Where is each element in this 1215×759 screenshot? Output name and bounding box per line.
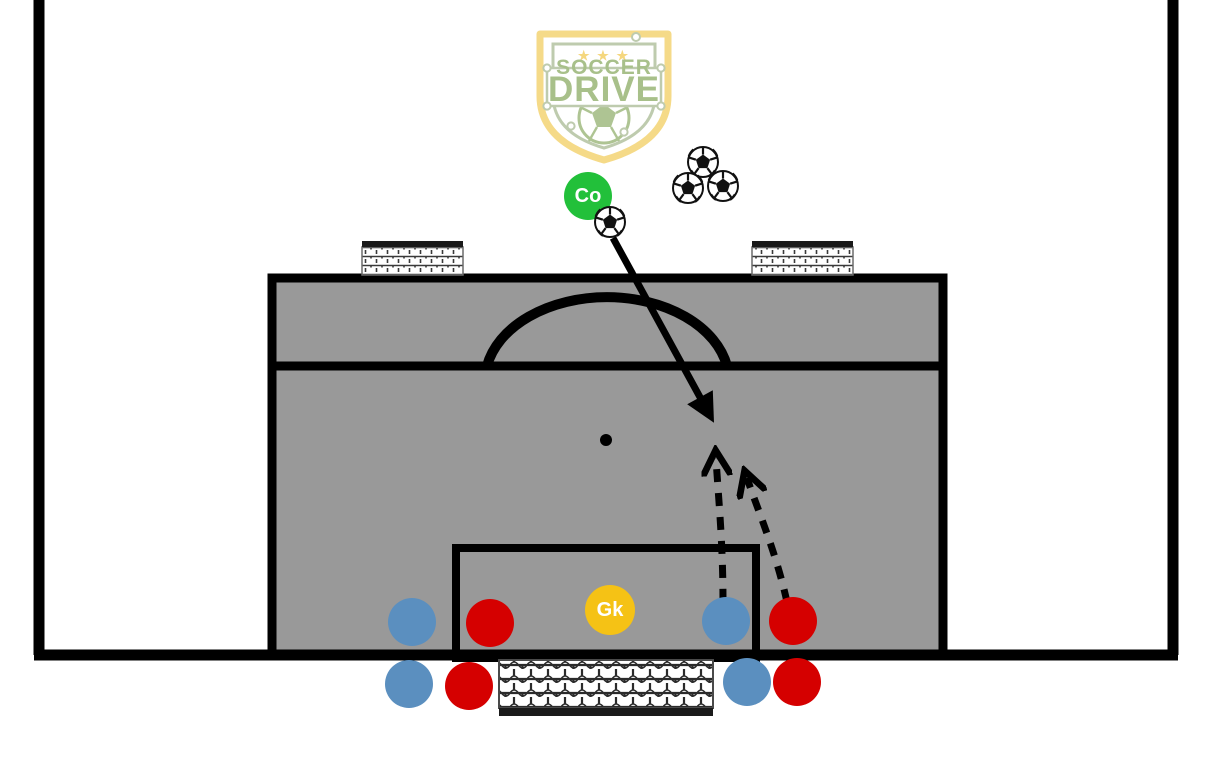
ball-spare-1 (686, 145, 720, 179)
ball-at-coach (593, 205, 627, 239)
run-arrow-dashed-left (716, 458, 723, 603)
player-red-2 (769, 597, 817, 645)
goalkeeper-marker (585, 585, 635, 635)
player-blue-2 (702, 597, 750, 645)
logo-line1: SOCCER (556, 56, 652, 79)
logo-line2: DRIVE (548, 70, 660, 109)
mini-goal-left (361, 241, 464, 276)
coach-marker (564, 172, 612, 220)
player-red-4 (773, 658, 821, 706)
player-blue-1 (388, 598, 436, 646)
player-blue-3 (385, 660, 433, 708)
ball-spare-2 (671, 171, 705, 205)
run-arrow-dashed-right (747, 478, 791, 603)
penalty-spot (600, 434, 612, 446)
goal-area-outline (452, 544, 760, 662)
player-red-1 (466, 599, 514, 647)
player-blue-4 (723, 658, 771, 706)
players-group (385, 597, 821, 710)
main-goal (498, 659, 714, 716)
mini-goal-right (751, 241, 854, 276)
arrows-group (609, 236, 791, 603)
pass-arrow-solid (609, 236, 714, 423)
logo-stars: ★ ★ ★ (577, 48, 631, 63)
balls-group (593, 145, 740, 239)
penalty-arc (482, 292, 732, 368)
ball-spare-3 (706, 169, 740, 203)
player-red-3 (445, 662, 493, 710)
soccer-drive-logo (536, 30, 672, 164)
